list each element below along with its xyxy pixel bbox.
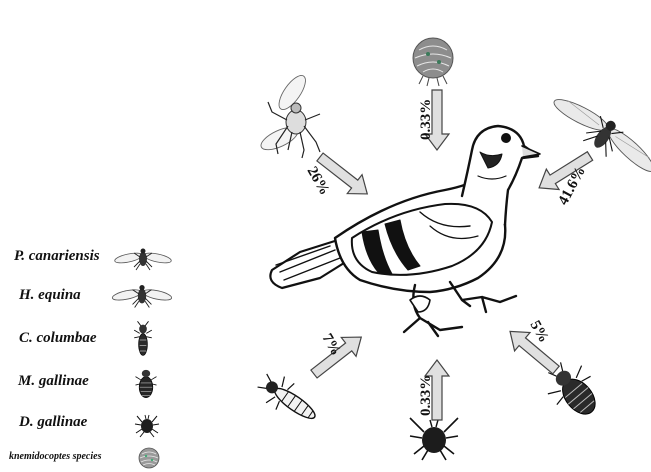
arrow-label: 0.33% bbox=[418, 375, 434, 416]
arrow-label: 0.33% bbox=[418, 99, 434, 140]
arrow-bottom-left bbox=[307, 328, 369, 384]
legend-label-p-canariensis: P. canariensis bbox=[14, 248, 100, 265]
pigeon-icon bbox=[270, 126, 540, 336]
scaly-mite-icon bbox=[139, 448, 159, 468]
bottom-mite-figure bbox=[410, 418, 458, 460]
legend-label-c-columbae: C. columbae bbox=[19, 330, 97, 347]
top-mite-figure bbox=[413, 38, 453, 86]
legend-label-m-gallinae: M. gallinae bbox=[18, 373, 89, 390]
bottom-left-louse-figure bbox=[253, 367, 324, 430]
slender-louse-icon bbox=[134, 321, 152, 355]
legend-label-knemidocoptes: knemidocoptes species bbox=[9, 451, 101, 462]
red-mite-icon bbox=[135, 415, 159, 437]
louse-fly-icon bbox=[111, 285, 172, 308]
top-left-fly-figure bbox=[258, 72, 320, 158]
hippoboscid-fly-icon bbox=[114, 249, 172, 271]
body-louse-icon bbox=[136, 370, 157, 398]
legend-label-h-equina: H. equina bbox=[19, 287, 81, 304]
legend-label-d-gallinae: D. gallinae bbox=[19, 414, 87, 431]
